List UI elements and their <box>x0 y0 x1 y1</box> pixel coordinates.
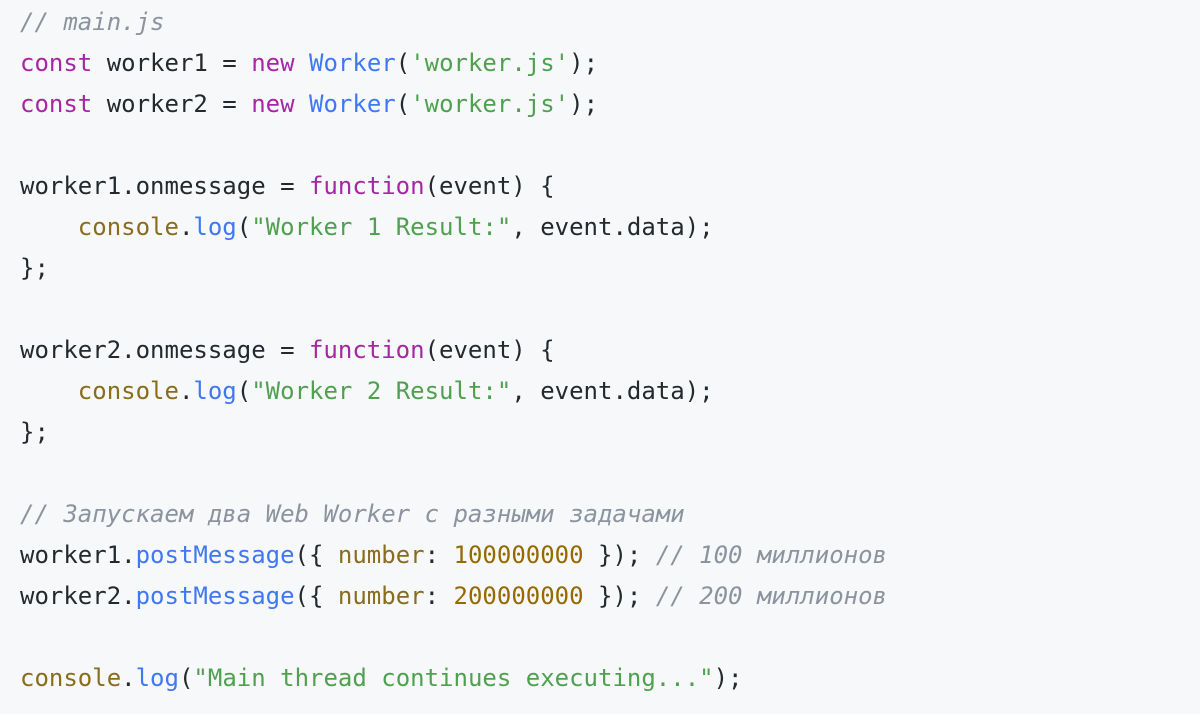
code-line: worker2.postMessage({ number: 200000000 … <box>20 576 887 617</box>
code-token-keyword: const <box>20 49 93 77</box>
code-token-plain: (event) { <box>424 172 555 200</box>
code-token-plain: ({ <box>294 582 338 610</box>
code-token-plain: ); <box>569 90 599 118</box>
code-token-plain: . <box>178 377 194 405</box>
code-token-method: postMessage <box>135 582 295 610</box>
code-line: }; <box>20 412 49 453</box>
code-token-plain: : <box>424 582 454 610</box>
code-line: worker2.onmessage = function(event) { <box>20 330 555 371</box>
code-token-string: 'worker.js' <box>410 49 570 77</box>
code-token-plain: ( <box>236 377 252 405</box>
code-token-string: "Worker 1 Result:" <box>251 213 512 241</box>
code-token-plain: , event.data); <box>511 213 714 241</box>
code-token-class: Worker <box>309 90 396 118</box>
code-token-keyword: new <box>251 90 295 118</box>
code-token-comment: // main.js <box>20 8 165 36</box>
code-token-keyword: function <box>308 336 425 364</box>
code-token-plain <box>20 213 78 241</box>
code-token-plain: }); <box>583 541 656 569</box>
code-token-plain: , event.data); <box>511 377 714 405</box>
code-token-plain <box>295 49 309 77</box>
code-token-string: "Main thread continues executing..." <box>193 664 714 692</box>
code-token-keyword: new <box>251 49 295 77</box>
code-token-plain: . <box>178 213 194 241</box>
code-token-comment: // 100 миллионов <box>655 541 887 569</box>
code-token-prop: number <box>337 582 425 610</box>
code-line: console.log("Main thread continues execu… <box>20 658 743 699</box>
code-token-keyword: function <box>308 172 425 200</box>
code-token-number: 200000000 <box>453 582 584 610</box>
code-token-keyword: const <box>20 90 93 118</box>
code-token-builtin: console <box>77 213 179 241</box>
code-token-plain: . <box>121 664 136 692</box>
code-token-comment: // 200 миллионов <box>655 582 887 610</box>
code-token-method: postMessage <box>135 541 295 569</box>
code-token-plain: ( <box>236 213 252 241</box>
code-token-class: Worker <box>309 49 396 77</box>
code-token-plain <box>20 377 78 405</box>
code-token-plain: worker1.onmessage = <box>20 172 309 200</box>
code-line: console.log("Worker 2 Result:", event.da… <box>20 371 714 412</box>
code-token-plain: ); <box>713 664 743 692</box>
code-token-plain: ( <box>395 90 411 118</box>
code-token-method: log <box>193 213 237 241</box>
code-token-plain: ({ <box>294 541 338 569</box>
code-token-plain: worker1. <box>20 541 136 569</box>
code-token-plain: worker1 = <box>92 49 252 77</box>
code-token-plain: worker2.onmessage = <box>20 336 309 364</box>
code-token-plain: }); <box>583 582 656 610</box>
code-token-plain: (event) { <box>424 336 555 364</box>
code-token-builtin: console <box>77 377 179 405</box>
code-token-plain: }; <box>20 254 49 282</box>
code-token-string: 'worker.js' <box>410 90 570 118</box>
code-token-plain: ( <box>178 664 194 692</box>
code-token-plain: }; <box>20 418 49 446</box>
code-line: // Запускаем два Web Worker с разными за… <box>20 494 685 535</box>
code-token-plain: ); <box>569 49 599 77</box>
code-token-plain <box>295 90 309 118</box>
code-token-method: log <box>193 377 237 405</box>
code-line: const worker2 = new Worker('worker.js'); <box>20 84 598 125</box>
code-token-number: 100000000 <box>453 541 584 569</box>
code-token-method: log <box>135 664 179 692</box>
code-line: // main.js <box>20 2 165 43</box>
code-token-comment: // Запускаем два Web Worker с разными за… <box>20 500 685 528</box>
code-token-plain: : <box>424 541 454 569</box>
code-token-plain: ( <box>395 49 411 77</box>
code-line: const worker1 = new Worker('worker.js'); <box>20 43 598 84</box>
code-line: console.log("Worker 1 Result:", event.da… <box>20 207 714 248</box>
code-token-plain: worker2. <box>20 582 136 610</box>
code-line: worker1.postMessage({ number: 100000000 … <box>20 535 887 576</box>
code-line: worker1.onmessage = function(event) { <box>20 166 555 207</box>
code-token-plain: worker2 = <box>92 90 252 118</box>
code-token-prop: number <box>337 541 425 569</box>
code-line: }; <box>20 248 49 289</box>
code-token-builtin: console <box>20 664 122 692</box>
code-token-string: "Worker 2 Result:" <box>251 377 512 405</box>
